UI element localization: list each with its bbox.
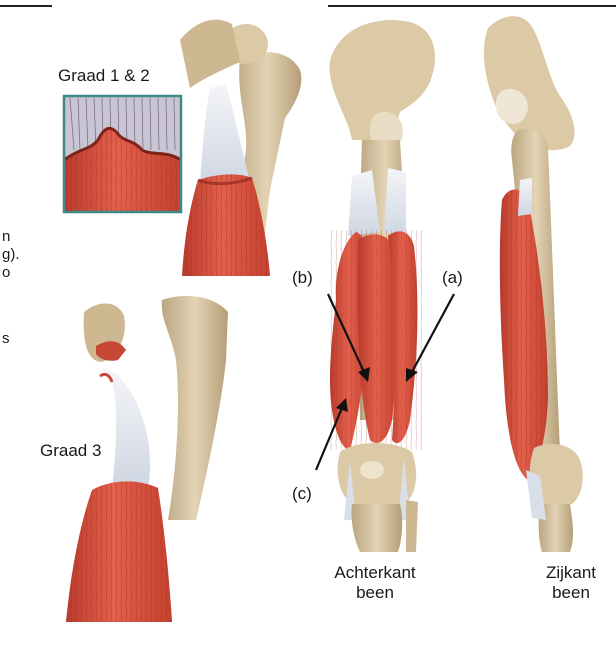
back-view-leg — [329, 20, 435, 552]
label-grade-3: Graad 3 — [40, 441, 101, 461]
label-marker-a: (a) — [442, 268, 463, 288]
label-marker-c: (c) — [292, 484, 312, 504]
torn-tendon-full — [96, 368, 150, 490]
clipped-text-2: g). — [2, 246, 20, 264]
side-view-leg — [484, 16, 583, 552]
label-side-view-line1: Zijkant — [536, 563, 606, 583]
clipped-text-3: o — [2, 264, 10, 282]
label-marker-b: (b) — [292, 268, 313, 288]
label-side-view: Zijkant been — [536, 563, 606, 603]
grade-1-2-zoom-inset — [64, 96, 181, 212]
label-back-view-line1: Achterkant — [330, 563, 420, 583]
label-side-view-line2: been — [536, 583, 606, 603]
femur-bone-grade3 — [162, 296, 228, 520]
clipped-text-4: s — [2, 330, 10, 348]
label-back-view-line2: been — [330, 583, 420, 603]
label-grade-1-2: Graad 1 & 2 — [58, 66, 150, 86]
clipped-text-1: n — [2, 228, 10, 246]
label-back-view: Achterkant been — [330, 563, 420, 603]
grade-1-2-panel — [180, 20, 301, 276]
